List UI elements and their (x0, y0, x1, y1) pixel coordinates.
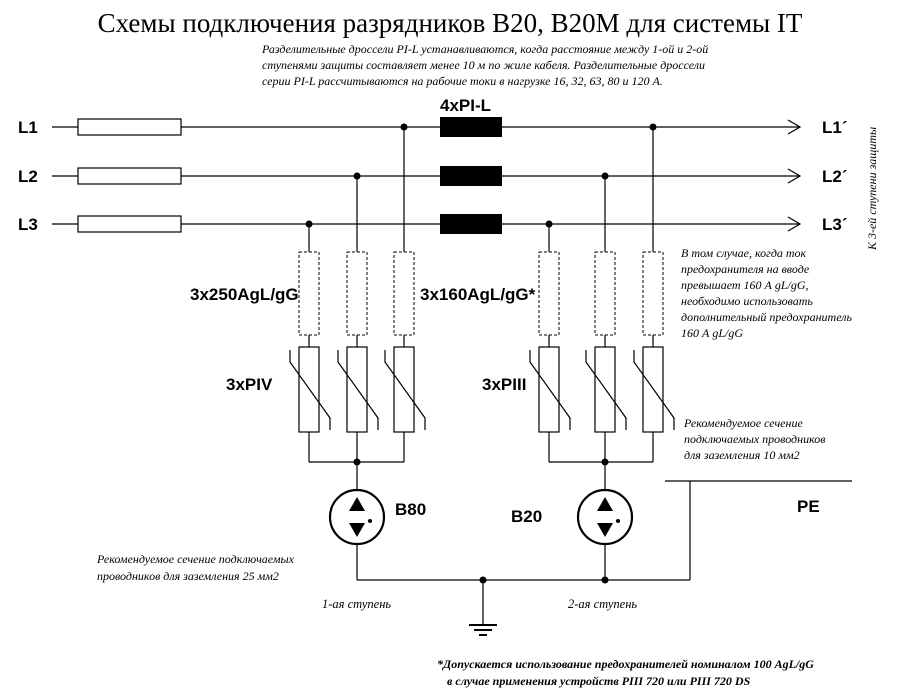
arrester2-label: B20 (511, 507, 542, 526)
fuse-varistor-links (308, 335, 654, 347)
arrow-l2 (787, 168, 802, 184)
stage1-fuse (393, 251, 415, 336)
varistor (337, 346, 379, 433)
output-label-l1: L1´ (822, 118, 848, 137)
diagram-title: Схемы подключения разрядников В20, В20М … (98, 8, 803, 38)
top-note-line: Разделительные дроссели PI-L устанавлива… (261, 42, 708, 56)
fuse-note: В том случае, когда ток предохранителя н… (681, 246, 852, 340)
ground-note: Рекомендуемое сечение подключаемых прово… (96, 552, 295, 583)
stage1-feeders (308, 127, 405, 252)
stage1-fuses (298, 251, 415, 336)
stage2-feeders (548, 127, 654, 252)
varistor-buses (308, 432, 654, 490)
ground-note-line: Рекомендуемое сечение подключаемых (96, 552, 295, 566)
arrester1-label: B80 (395, 500, 426, 519)
input-label-l3: L3 (18, 215, 38, 234)
footnote-line: *Допускается использование предохранител… (437, 657, 814, 671)
input-fuses (77, 118, 182, 233)
stage2-varistors (529, 346, 675, 433)
input-label-l1: L1 (18, 118, 38, 137)
output-label-l2: L2´ (822, 167, 848, 186)
stage2-fuses (538, 251, 664, 336)
varistor2-label: 3xPIII (482, 375, 526, 394)
pe-label: PE (797, 497, 820, 516)
choke-l2 (440, 166, 502, 186)
stage2-label: 2-ая ступень (568, 597, 637, 611)
fuse-note-line: В том случае, когда ток (681, 246, 807, 260)
chokes (440, 117, 502, 234)
fuse-note-line: необходимо использовать (681, 294, 813, 308)
varistor (633, 346, 675, 433)
fuse-note-line: дополнительный предохранитель (681, 310, 852, 324)
stage2-fuse (538, 251, 560, 336)
ground-bus (356, 480, 852, 624)
input-fuse-l3 (77, 215, 182, 233)
ground-icon (469, 624, 497, 636)
arrester-b20 (576, 488, 634, 546)
fuse-note-line: 160 А gL/gG (681, 326, 743, 340)
arrester-b80 (328, 488, 386, 546)
footnote: *Допускается использование предохранител… (437, 657, 814, 688)
pe-note-line: Рекомендуемое сечение (683, 416, 803, 430)
ground-note-line: проводников для заземления 25 мм2 (97, 569, 279, 583)
stage1-label: 1-ая ступень (322, 597, 391, 611)
pe-note: Рекомендуемое сечение подключаемых прово… (683, 416, 825, 462)
stage1-fuse (298, 251, 320, 336)
fuse2-label: 3x160AgL/gG* (420, 285, 536, 304)
fuse-note-line: предохранителя на вводе (681, 262, 810, 276)
fuse1-label: 3x250AgL/gG (190, 285, 299, 304)
input-label-l2: L2 (18, 167, 38, 186)
input-fuse-l2 (77, 167, 182, 185)
output-label-l3: L3´ (822, 215, 848, 234)
varistor (529, 346, 571, 433)
stage2-fuse (642, 251, 664, 336)
varistor (289, 346, 331, 433)
footnote-line: в случае применения устройств PIII 720 и… (447, 674, 751, 688)
stage2-fuse (594, 251, 616, 336)
varistor1-label: 3xPIV (226, 375, 273, 394)
pe-note-line: подключаемых проводников (684, 432, 825, 446)
choke-l3 (440, 214, 502, 234)
top-note: Разделительные дроссели PI-L устанавлива… (261, 42, 708, 88)
top-note-line: серии PI-L рассчитываются на рабочие ток… (262, 74, 663, 88)
choke-label: 4xPI-L (440, 96, 491, 115)
pe-note-line: для заземления 10 мм2 (684, 448, 800, 462)
arrow-l1 (787, 119, 802, 135)
choke-l1 (440, 117, 502, 137)
top-note-line: ступенями защиты составляет менее 10 м п… (262, 58, 705, 72)
stage1-varistors (289, 346, 426, 433)
arrow-l3 (787, 216, 802, 232)
fuse-note-line: превышает 160 А gL/gG, (681, 278, 809, 292)
input-fuse-l1 (77, 118, 182, 136)
varistor (384, 346, 426, 433)
stage1-fuse (346, 251, 368, 336)
varistor (585, 346, 627, 433)
side-note: К 3-ей ступени защиты (865, 127, 879, 251)
